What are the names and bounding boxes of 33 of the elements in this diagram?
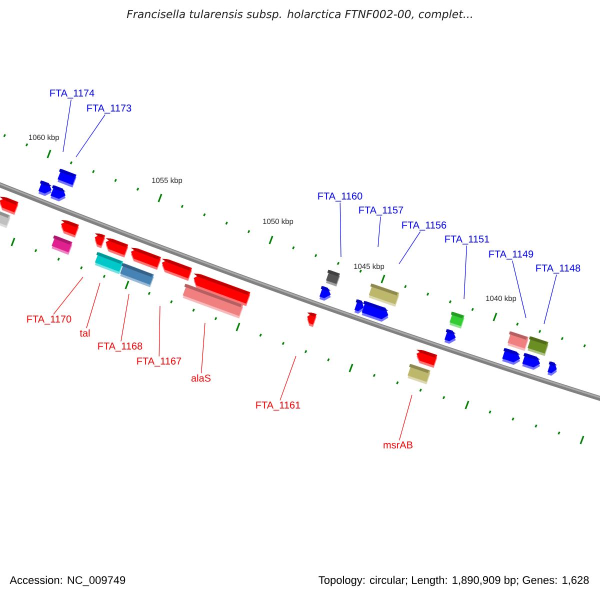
- leader-line: [86, 282, 100, 328]
- leader-line: [120, 294, 130, 342]
- gene-label: FTA_1167: [137, 358, 182, 366]
- gene-label: alaS: [191, 374, 211, 382]
- gene-label: FTA_1170: [27, 316, 72, 324]
- gene-label: FTA_1148: [536, 264, 580, 274]
- gene-label: FTA_1151: [445, 236, 490, 244]
- leader-line: [158, 306, 160, 357]
- leader-line: [399, 394, 412, 441]
- gene-label: FTA_1173: [87, 104, 132, 114]
- leader-line: [398, 231, 421, 264]
- leader-line: [280, 356, 296, 401]
- footer-text: Accession: NC_009749: [10, 576, 126, 586]
- gene-label: FTA_1161: [256, 402, 300, 410]
- leader-line: [464, 245, 468, 300]
- gene-label: tal: [80, 329, 90, 337]
- leader-line: [201, 322, 206, 374]
- gene-label: FTA_1157: [359, 206, 404, 216]
- leader-line: [340, 202, 342, 258]
- leader-line: [53, 276, 84, 315]
- gene-label: FTA_1174: [50, 90, 94, 98]
- gene-label: FTA_1168: [98, 342, 142, 352]
- gene-label: FTA_1149: [489, 250, 534, 260]
- gene-label: FTA_1160: [318, 192, 362, 202]
- footer-text: Topology: circular; Length: 1,890,909 bp; Genes: 1,628: [318, 576, 589, 586]
- leader-line: [76, 114, 106, 158]
- leader-line: [544, 274, 557, 324]
- gene-label: FTA_1156: [402, 222, 446, 230]
- leader-line: [378, 216, 381, 248]
- leader-line: [62, 99, 72, 152]
- title: Francisella tularensis subsp. holarctica FTNF002-00, complet...: [126, 10, 472, 20]
- gene-label: msrAB: [384, 442, 412, 448]
- leader-line: [512, 260, 526, 318]
